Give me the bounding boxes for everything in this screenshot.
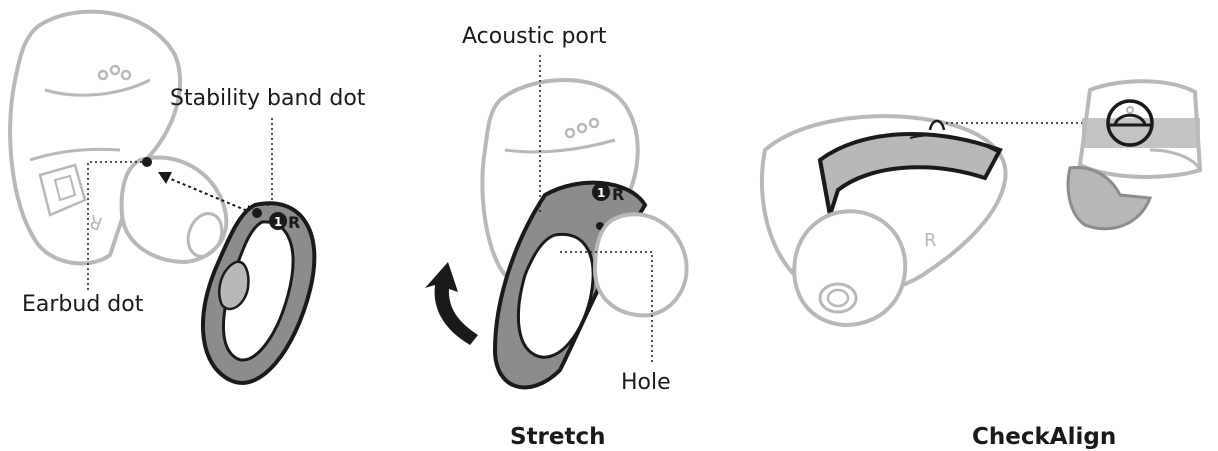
svg-text:1: 1 [597,186,605,200]
ear-tip-left [119,155,229,265]
ear-tip-right [792,209,908,328]
panel-align-dots: R 1 R [8,9,317,385]
stability-band-left: 1 R [201,201,317,385]
band-marking-left: R [288,213,300,232]
label-stability-band-dot: Stability band dot [170,86,366,111]
earbud-body-left [8,9,183,266]
ear-tip-center [592,212,689,318]
earbud-marking-right: R [924,230,937,251]
earbud-dot-marker [142,157,152,167]
check-align-circle [1106,99,1154,147]
caption-stretch: Stretch [510,424,606,450]
panel-check-align: R [759,79,1203,328]
caption-check-align: CheckAlign [972,424,1117,450]
label-hole: Hole [621,370,671,395]
stretch-arrow [425,262,478,345]
label-earbud-dot: Earbud dot [22,292,144,317]
band-marking-center: R [612,185,624,204]
svg-text:1: 1 [274,215,282,229]
panel-stretch: 1 R [425,55,689,390]
stability-band-right [817,131,1003,216]
check-align-zoom-view [1066,79,1203,231]
label-acoustic-port: Acoustic port [462,24,607,49]
